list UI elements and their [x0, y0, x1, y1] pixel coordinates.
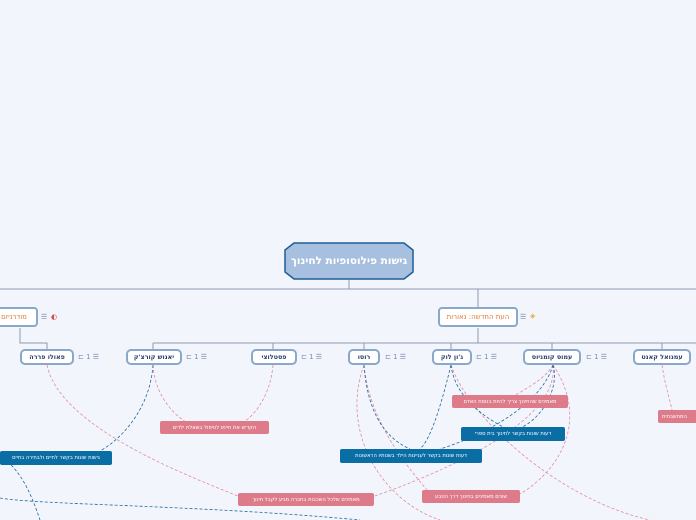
branch-label: העת החדשה: נאורות: [446, 313, 510, 321]
topic-label: ג'ון לוק: [440, 353, 464, 361]
note-icon[interactable]: ⊏ 1 ☰: [476, 353, 498, 361]
connector-root-left: [0, 280, 350, 290]
note-text: דעות שונות בקשר לעניינות הילד בשנותיו הר…: [355, 453, 467, 459]
topic-locke[interactable]: ג'ון לוק: [432, 349, 472, 365]
topic-label: פאולו פררה: [29, 353, 65, 361]
root-shape: [284, 242, 414, 280]
link-pink-1: [509, 364, 554, 399]
list-icon[interactable]: ☰: [41, 313, 48, 321]
branch-modernism[interactable]: מודרניזם: [0, 307, 38, 327]
note-pink-3[interactable]: מאמינים שלכל השכבות בחברה מגיע לקבל חינו…: [238, 493, 374, 506]
note-count: 1: [194, 353, 199, 361]
topic-freire[interactable]: פאולו פררה: [20, 349, 74, 365]
note-icon[interactable]: ⊏ 1 ☰: [186, 353, 208, 361]
note-count: 1: [594, 353, 599, 361]
note-text: גישות שונות בקשר לחיים ולבחירה בחיים: [12, 455, 100, 461]
note-icon[interactable]: ⊏ 1 ☰: [301, 353, 323, 361]
connector-branch-left-topics: [19, 328, 48, 349]
note-icon[interactable]: ⊏ 1 ☰: [586, 353, 608, 361]
link-pink-2: [152, 364, 274, 425]
note-text: שונים מאמינים בחינוך דרך הטבע: [434, 493, 508, 500]
note-text: הקדיש את חייתו לטיפול בשאלת ילדים: [172, 424, 257, 431]
link-blue-3: [363, 364, 554, 450]
note-blue-3[interactable]: דעות שונות בקשר לעניינות הילד בשנותיו הר…: [340, 449, 482, 463]
topic-pestalozzi[interactable]: פסטלוצי: [251, 349, 297, 365]
link-pink-3: [46, 364, 554, 498]
note-text: דעות שונות בקשר לחינוך בית ספרי: [474, 431, 552, 437]
branch-label: מודרניזם: [1, 313, 27, 321]
topic-rousseau[interactable]: רוסו: [348, 349, 380, 365]
topic-label: עמוס קומניוס: [531, 353, 573, 361]
palette-icon[interactable]: ◈: [530, 312, 536, 320]
note-count: 1: [393, 353, 398, 361]
topic-label: יאנוש קורצ'ק: [133, 353, 175, 361]
connector-branch-right-topics: [152, 328, 696, 349]
flag-icon[interactable]: ◐: [51, 313, 58, 321]
topic-comenius[interactable]: עמוס קומניוס: [523, 349, 581, 365]
note-blue-2[interactable]: גישות שונות בקשר לחיים ולבחירה בחיים: [0, 451, 112, 465]
note-blue-1[interactable]: דעות שונות בקשר לחינוך בית ספרי: [461, 427, 565, 441]
note-pink-4[interactable]: שונים מאמינים בחינוך דרך הטבע: [422, 490, 520, 503]
note-text: מאמינים שהחינוך צריך להיות בנוסח האדם: [463, 398, 557, 405]
link-blue-1: [450, 364, 555, 429]
note-pink-5[interactable]: המחשבתית: [658, 410, 696, 423]
note-count: 1: [484, 353, 489, 361]
root-topic[interactable]: גישות פילוסופיות לחינוך: [284, 242, 414, 280]
note-count: 1: [86, 353, 91, 361]
list-icon[interactable]: ☰: [520, 313, 527, 321]
note-text: המחשבתית: [662, 413, 687, 420]
note-text: מאמינים שלכל השכבות בחברה מגיע לקבל חינו…: [252, 496, 360, 503]
link-pink-6: [661, 364, 673, 411]
topic-label: רוסו: [357, 353, 371, 361]
link-blue-4: [0, 497, 361, 520]
note-pink-2[interactable]: הקדיש את חייתו לטיפול בשאלת ילדים: [160, 421, 269, 434]
note-pink-1[interactable]: מאמינים שהחינוך צריך להיות בנוסח האדם: [452, 395, 568, 408]
note-count: 1: [309, 353, 314, 361]
link-blue-2: [99, 364, 154, 452]
root-title: גישות פילוסופיות לחינוך: [290, 255, 408, 267]
link-pink-4: [363, 364, 571, 495]
topic-kant[interactable]: עמנואל קאנט: [633, 349, 691, 365]
topic-korczak[interactable]: יאנוש קורצ'ק: [126, 349, 182, 365]
topic-label: פסטלוצי: [261, 353, 287, 361]
topic-label: עמנואל קאנט: [641, 353, 683, 361]
note-icon[interactable]: ⊏ 1 ☰: [385, 353, 407, 361]
note-icon[interactable]: ⊏ 1 ☰: [78, 353, 100, 361]
branch-enlightenment[interactable]: העת החדשה: נאורות: [438, 307, 518, 327]
